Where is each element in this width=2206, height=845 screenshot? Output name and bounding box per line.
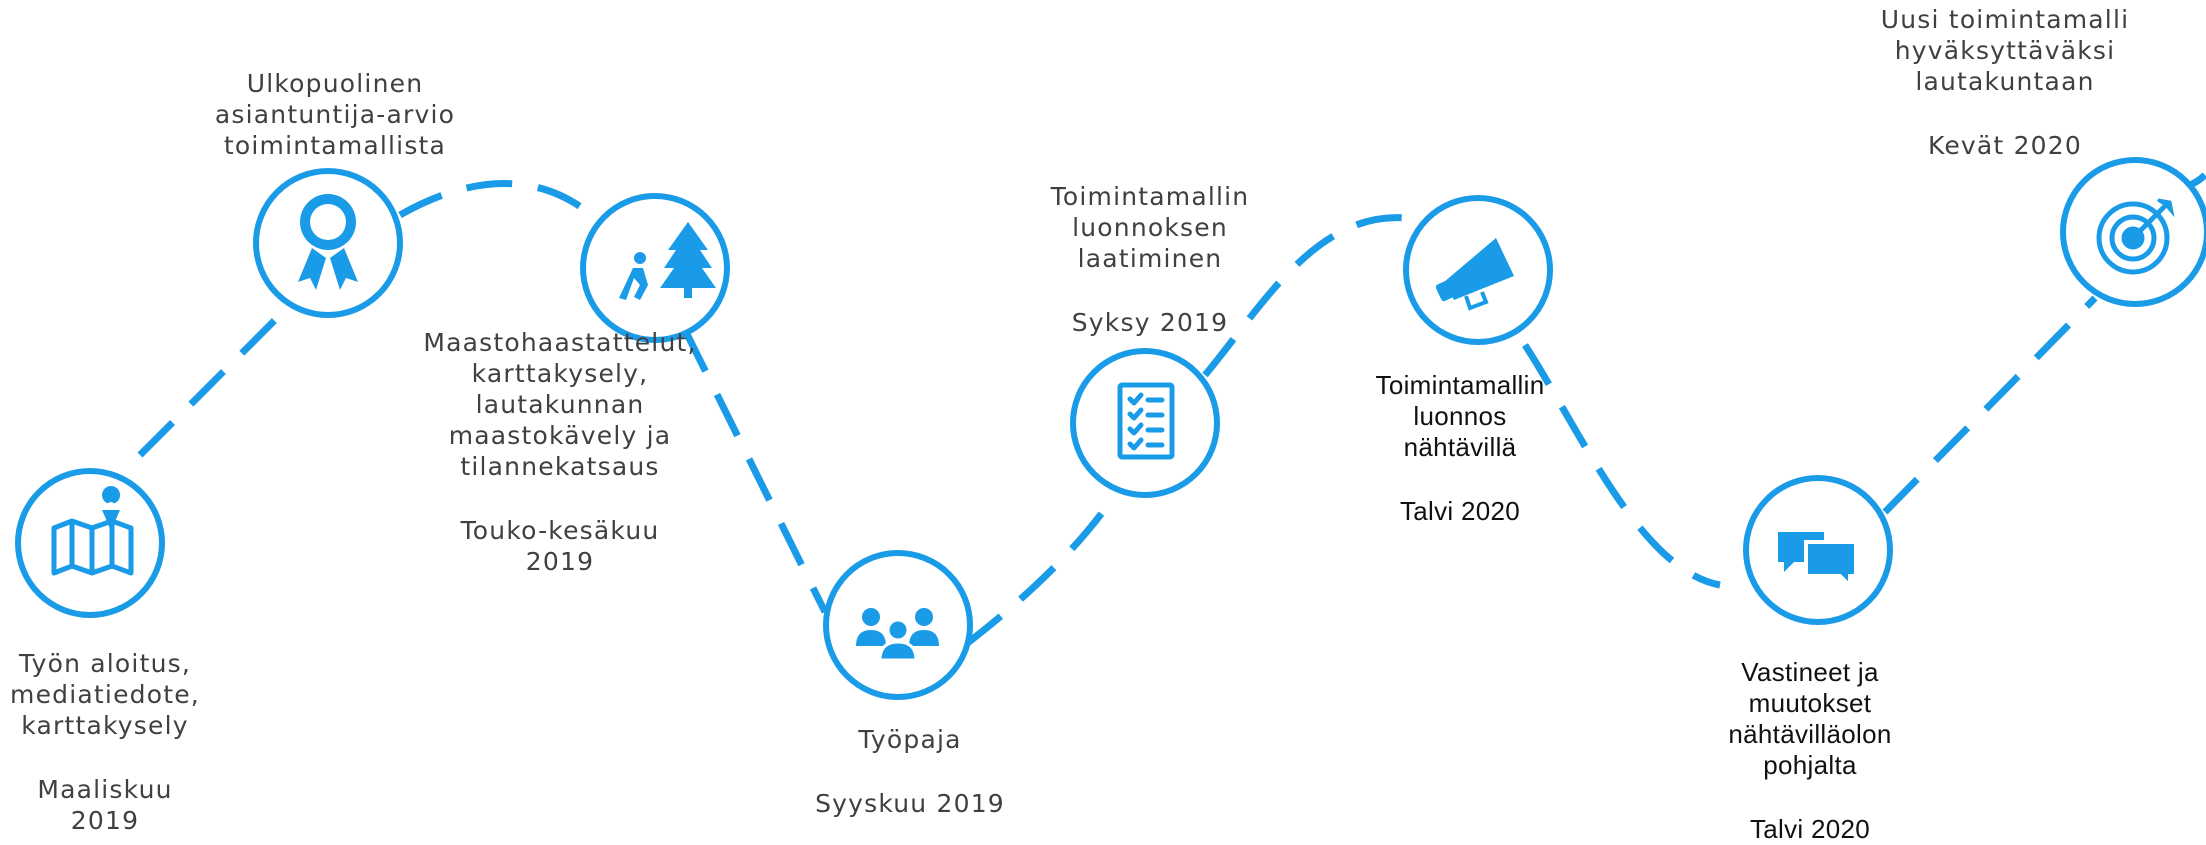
milestone-description: Ulkopuolinen asiantuntija-arvio toiminta… [214, 69, 456, 160]
milestone-description: Maastohaastattelut, karttakysely, lautak… [423, 328, 697, 481]
milestone-date: Talvi 2020 [1749, 814, 1871, 844]
milestone-4 [823, 550, 973, 700]
milestone-7-label: Vastineet ja muutokset nähtävilläolon po… [1690, 657, 1930, 845]
group-icon [856, 608, 939, 662]
milestone-date: Maaliskuu 2019 [37, 775, 173, 835]
milestone-5-label: Toimintamallin luonnoksen laatiminen Syk… [1030, 181, 1270, 338]
milestone-date: Touko-kesäkuu 2019 [460, 516, 660, 576]
milestone-description: Toimintamallin luonnoksen laatiminen [1050, 182, 1250, 273]
milestone-2 [253, 168, 403, 318]
hiker-tree-icon [619, 222, 716, 300]
award-ribbon-icon [298, 194, 358, 290]
milestone-description: Työn aloitus, mediatiedote, karttakysely [10, 649, 200, 740]
milestone-1 [15, 468, 165, 618]
milestone-description: Toimintamallin luonnos nähtävillä [1375, 370, 1545, 462]
target-icon [2096, 198, 2175, 275]
milestone-2-label: Ulkopuolinen asiantuntija-arvio toiminta… [200, 68, 470, 161]
milestone-1-label: Työn aloitus, mediatiedote, karttakysely… [0, 648, 210, 836]
milestone-description: Työpaja [858, 725, 962, 754]
megaphone-icon [1435, 238, 1514, 311]
milestone-7 [1743, 475, 1893, 625]
milestone-date: Syyskuu 2019 [815, 789, 1005, 818]
milestone-6-label: Toimintamallin luonnos nähtävillä Talvi … [1340, 370, 1580, 527]
milestone-date: Kevät 2020 [1927, 131, 2083, 160]
milestone-8-label: Uusi toimintamalli hyväksyttäväksi lauta… [1860, 4, 2150, 161]
milestone-5 [1070, 348, 1220, 498]
speech-bubbles-icon [1778, 532, 1858, 591]
milestone-circle [1070, 348, 1220, 498]
milestone-description: Vastineet ja muutokset nähtävilläolon po… [1728, 657, 1892, 780]
milestone-8 [2060, 157, 2206, 307]
milestone-4-label: Työpaja Syyskuu 2019 [780, 724, 1040, 819]
milestone-date: Talvi 2020 [1399, 496, 1521, 526]
milestone-6 [1403, 195, 1553, 345]
map-pin-icon [51, 486, 134, 576]
milestone-description: Uusi toimintamalli hyväksyttäväksi lauta… [1880, 5, 2130, 96]
milestone-3-label: Maastohaastattelut, karttakysely, lautak… [415, 327, 705, 577]
milestone-3 [580, 193, 730, 343]
checklist-icon [1117, 382, 1175, 460]
timeline-path [137, 172, 2206, 648]
milestone-date: Syksy 2019 [1071, 308, 1229, 337]
